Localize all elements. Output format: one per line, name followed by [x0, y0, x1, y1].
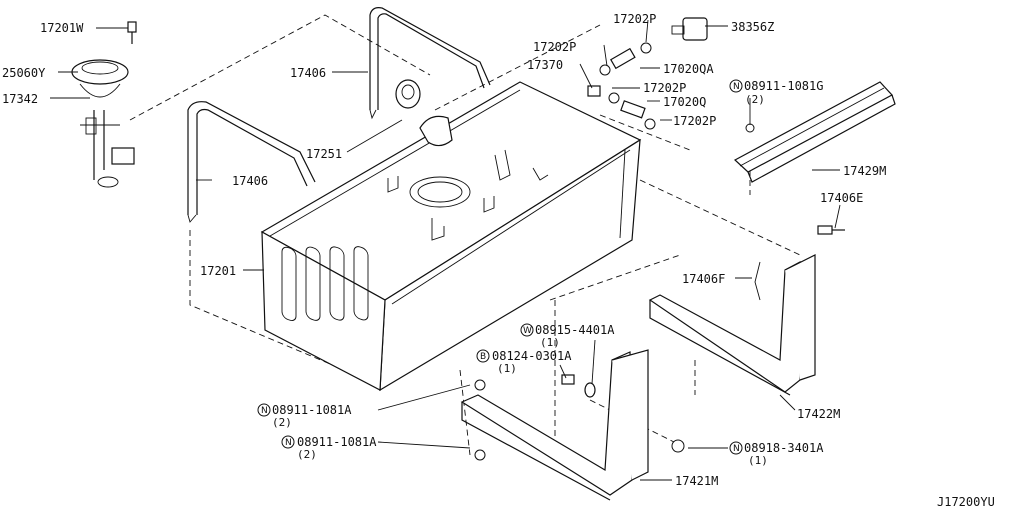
- mark-n-1081a-1: N: [261, 406, 268, 416]
- nut-mark-08911-1081g: [729, 79, 743, 93]
- sender-unit-38356z: [671, 17, 708, 41]
- cross-member-17429m: [733, 81, 896, 183]
- label-17342: 17342: [2, 92, 38, 106]
- washer-mark-08915-4401a: [520, 323, 534, 337]
- label-25060y: 25060Y: [2, 66, 46, 80]
- mark-n-1081g: N: [733, 82, 740, 92]
- label-17422m: 17422M: [797, 407, 840, 421]
- mark-b-0301a: B: [480, 352, 486, 362]
- tank-strap-top: [369, 7, 491, 120]
- label-17202p-mid: 17202P: [533, 40, 576, 54]
- leader-lines: [50, 19, 841, 481]
- assembly-guide-lines: [129, 14, 801, 456]
- label-08911-1081a-1: 08911-1081A: [272, 403, 352, 417]
- label-17020qa: 17020QA: [663, 62, 714, 76]
- qty-08915-4401a: (1): [540, 336, 560, 349]
- mark-w-4401a: W: [523, 326, 532, 336]
- label-17202p-b: 17202P: [643, 81, 686, 95]
- hardware-bolts: [561, 374, 685, 453]
- label-17370: 17370: [527, 58, 563, 72]
- label-08124-0301a: 08124-0301A: [492, 349, 572, 363]
- label-08915-4401a: 08915-4401A: [535, 323, 615, 337]
- clamps-and-hoses: [587, 42, 656, 130]
- label-08911-1081g: 08911-1081G: [744, 79, 823, 93]
- label-17406e: 17406E: [820, 191, 863, 205]
- part-labels: 17201W 25060Y 17342 17406 17406 17251 17…: [2, 12, 995, 509]
- nut-mark-08911-1081a-2: [281, 435, 295, 449]
- diagram-id: J17200YU: [937, 495, 995, 509]
- label-17201w: 17201W: [40, 21, 84, 35]
- bracket-17422m: [648, 225, 845, 396]
- mark-n-3401a: N: [733, 444, 740, 454]
- label-08911-1081a-2: 08911-1081A: [297, 435, 377, 449]
- label-17406-left: 17406: [232, 174, 268, 188]
- label-17201: 17201: [200, 264, 236, 278]
- mark-n-1081a-2: N: [285, 438, 292, 448]
- label-17202p-c: 17202P: [673, 114, 716, 128]
- qty-08911-1081g: (2): [745, 93, 765, 106]
- bolt-mark-08124-0301a: [476, 349, 490, 363]
- bolt-17201w: [127, 21, 137, 44]
- label-38356z: 38356Z: [731, 20, 774, 34]
- qty-08918-3401a: (1): [748, 454, 768, 467]
- label-17406f: 17406F: [682, 272, 725, 286]
- fuel-pump-assembly: [71, 59, 135, 188]
- bracket-17421m: [460, 349, 649, 501]
- label-17429m: 17429M: [843, 164, 886, 178]
- qty-08911-1081a-1: (2): [272, 416, 292, 429]
- label-17421m: 17421M: [675, 474, 718, 488]
- label-17406-top: 17406: [290, 66, 326, 80]
- label-17020q: 17020Q: [663, 95, 706, 109]
- tank-strap-left: [187, 101, 316, 223]
- qty-08124-0301a: (1): [497, 362, 517, 375]
- label-17202p-top: 17202P: [613, 12, 656, 26]
- nut-mark-08918-3401a: [729, 441, 743, 455]
- label-08918-3401a: 08918-3401A: [744, 441, 824, 455]
- fuel-tank: [260, 81, 642, 392]
- qty-08911-1081a-2: (2): [297, 448, 317, 461]
- filler-cap: [395, 79, 421, 109]
- nut-mark-08911-1081a-1: [257, 403, 271, 417]
- label-17251: 17251: [306, 147, 342, 161]
